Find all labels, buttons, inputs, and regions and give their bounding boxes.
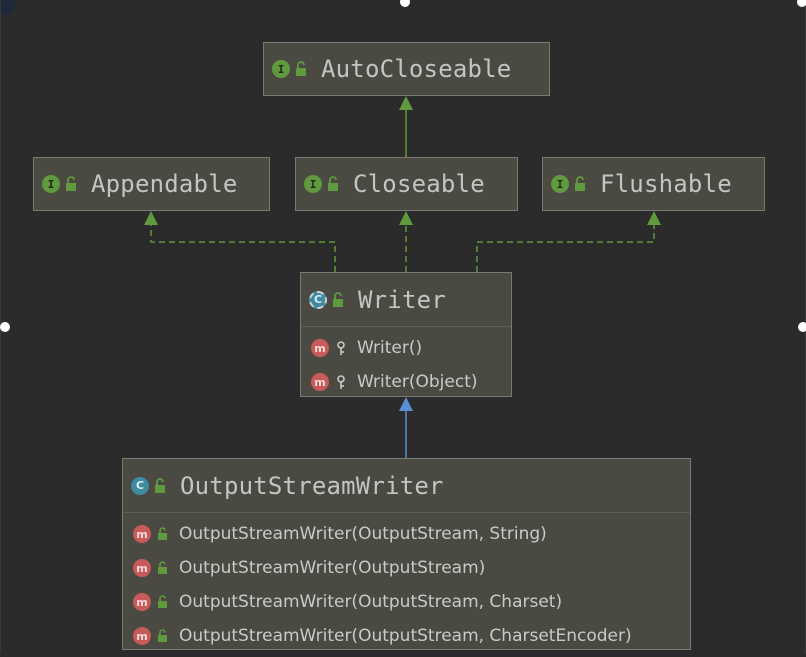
open-lock-icon — [158, 561, 167, 574]
node-title: Closeable — [353, 170, 485, 198]
method-icon: m — [311, 373, 329, 391]
node-closeable[interactable]: I Closeable — [295, 157, 518, 211]
selection-handle-left[interactable] — [0, 322, 10, 332]
node-autocloseable[interactable]: I AutoCloseable — [263, 42, 550, 96]
interface-icon: I — [551, 175, 569, 193]
open-lock-icon — [158, 527, 167, 540]
method-icon: m — [133, 627, 151, 645]
edge-writer-appendable — [150, 224, 336, 272]
open-lock-icon — [66, 176, 76, 191]
method-icon: m — [133, 525, 151, 543]
selection-handle-right[interactable] — [798, 322, 806, 332]
member-row[interactable]: m Writer() — [301, 331, 511, 365]
member-row[interactable]: m OutputStreamWriter(OutputStream, Strin… — [123, 517, 690, 551]
arrowhead-appendable — [144, 211, 158, 225]
node-title: Writer — [358, 285, 446, 314]
node-outputstreamwriter[interactable]: C OutputStreamWriter m OutputStreamWrite… — [122, 458, 691, 650]
member-row[interactable]: m OutputStreamWriter(OutputStream, Chars… — [123, 619, 690, 653]
abstract-class-icon: C — [309, 290, 327, 309]
resize-corner-icon[interactable] — [1, 0, 15, 14]
open-lock-icon — [158, 595, 167, 608]
open-lock-icon — [328, 176, 338, 191]
member-signature: OutputStreamWriter(OutputStream, String) — [179, 524, 547, 544]
method-icon: m — [133, 593, 151, 611]
node-title: Flushable — [600, 170, 732, 198]
member-signature: Writer() — [357, 338, 423, 358]
member-signature: Writer(Object) — [357, 372, 478, 392]
selection-handle-top[interactable] — [400, 0, 410, 7]
open-lock-icon — [575, 176, 585, 191]
open-lock-icon — [158, 629, 167, 642]
member-signature: OutputStreamWriter(OutputStream, Charset… — [179, 626, 632, 646]
node-writer[interactable]: C Writer m Writer() m Writer(Object) — [300, 272, 512, 397]
method-icon: m — [311, 339, 329, 357]
member-row[interactable]: m OutputStreamWriter(OutputStream) — [123, 551, 690, 585]
member-list: m OutputStreamWriter(OutputStream, Strin… — [123, 512, 690, 657]
member-row[interactable]: m OutputStreamWriter(OutputStream, Chars… — [123, 585, 690, 619]
member-signature: OutputStreamWriter(OutputStream, Charset… — [179, 592, 563, 612]
interface-icon: I — [42, 175, 60, 193]
member-list: m Writer() m Writer(Object) — [301, 326, 511, 403]
key-icon — [337, 375, 345, 389]
open-lock-icon — [155, 477, 165, 493]
class-icon: C — [131, 476, 149, 495]
arrowhead-closeable — [399, 211, 413, 225]
selection-handle-top-right[interactable] — [797, 0, 806, 7]
open-lock-icon — [296, 61, 306, 76]
method-icon: m — [133, 559, 151, 577]
interface-icon: I — [304, 175, 322, 193]
node-appendable[interactable]: I Appendable — [33, 157, 270, 211]
node-title: Appendable — [91, 170, 238, 198]
member-row[interactable]: m Writer(Object) — [301, 365, 511, 399]
open-lock-icon — [333, 291, 343, 307]
edge-writer-flushable — [476, 224, 655, 272]
node-title: OutputStreamWriter — [180, 471, 444, 500]
node-flushable[interactable]: I Flushable — [542, 157, 765, 211]
member-signature: OutputStreamWriter(OutputStream) — [179, 558, 486, 578]
arrowhead-flushable — [647, 211, 661, 225]
arrowhead-autocloseable — [399, 96, 413, 110]
interface-icon: I — [272, 60, 290, 78]
node-title: AutoCloseable — [321, 55, 512, 83]
key-icon — [337, 341, 345, 355]
